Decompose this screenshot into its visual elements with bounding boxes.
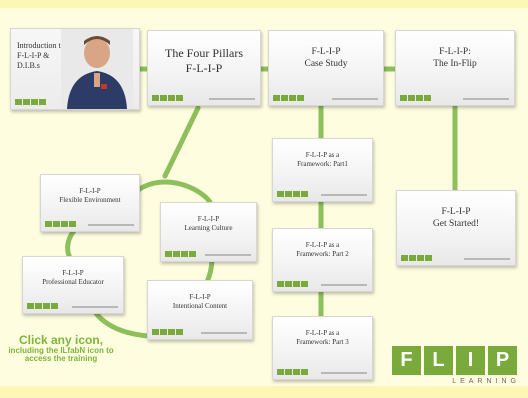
flip-mini-logo (15, 99, 46, 105)
flip-mini-logo (165, 251, 196, 257)
fine-print (72, 306, 118, 308)
fine-print (332, 98, 378, 100)
flip-mini-logo (273, 95, 304, 101)
flip-mini-logo (277, 191, 308, 197)
flip-mini-logo (277, 369, 308, 375)
four-pillars-title: The Four Pillars F-L-I-P (165, 46, 243, 75)
fine-print (209, 98, 255, 100)
learning-culture-title: F-L-I-P Learning Culture (184, 215, 233, 232)
logo-letter-f: F (392, 346, 421, 375)
fine-print (88, 224, 134, 226)
get-started-tile[interactable]: F-L-I-P Get Started! (396, 190, 516, 266)
fine-print (321, 194, 367, 196)
fine-print (201, 332, 247, 334)
professional-educator-tile[interactable]: F-L-I-P Professional Educator (22, 256, 124, 314)
intro-tile[interactable]: Introduction to F-L-I-P & D.I.B.s (10, 28, 140, 110)
framework-part2-title: F-L-I-P as a Framework: Part 2 (296, 241, 349, 258)
flexible-environment-title: F-L-I-P Flexible Environment (59, 187, 121, 204)
logo-letter-p: P (488, 346, 517, 375)
fine-print (464, 258, 510, 260)
inflip-tile[interactable]: F-L-I-P: The In-Flip (395, 30, 515, 106)
framework-part3-title: F-L-I-P as a Framework: Part 3 (296, 329, 349, 346)
professional-educator-title: F-L-I-P Professional Educator (42, 269, 104, 286)
flip-mini-logo (152, 95, 183, 101)
instruction-line2: including the ILfabN icon to access the … (8, 345, 114, 363)
intentional-content-tile[interactable]: F-L-I-P Intentional Content (147, 280, 253, 340)
instruction-text: Click any icon, including the ILfabN ico… (6, 334, 116, 363)
fine-print (463, 98, 509, 100)
flip-mini-logo (45, 221, 76, 227)
case-study-title: F-L-I-P Case Study (304, 47, 348, 69)
flip-mini-logo (400, 95, 431, 101)
flip-mini-logo (401, 255, 432, 261)
fine-print (321, 372, 367, 374)
logo-letter-l: L (424, 346, 453, 375)
logo-word: LEARNING (452, 378, 520, 385)
presenter-image (61, 29, 133, 109)
instruction-line1: Click any icon, (18, 333, 104, 347)
top-band (0, 0, 528, 8)
intentional-content-title: F-L-I-P Intentional Content (172, 293, 228, 310)
framework-part1-title: F-L-I-P as a Framework: Part1 (297, 151, 348, 168)
link-pillars-pillarloop (162, 105, 201, 179)
framework-part2-tile[interactable]: F-L-I-P as a Framework: Part 2 (272, 228, 373, 292)
bottom-band (0, 386, 528, 398)
logo-letter-i: I (456, 346, 485, 375)
fine-print (205, 254, 251, 256)
case-study-tile[interactable]: F-L-I-P Case Study (268, 30, 384, 106)
flip-mini-logo (152, 329, 183, 335)
framework-part1-tile[interactable]: F-L-I-P as a Framework: Part1 (272, 138, 373, 202)
flip-mini-logo (277, 281, 308, 287)
fine-print (321, 284, 367, 286)
inflip-title: F-L-I-P: The In-Flip (433, 47, 477, 69)
link-flexible-culture (135, 179, 213, 205)
flexible-environment-tile[interactable]: F-L-I-P Flexible Environment (40, 174, 140, 232)
four-pillars-tile[interactable]: The Four Pillars F-L-I-P (147, 30, 261, 106)
learning-culture-tile[interactable]: F-L-I-P Learning Culture (160, 202, 257, 262)
get-started-title: F-L-I-P Get Started! (432, 207, 480, 229)
flip-mini-logo (27, 303, 58, 309)
flip-learning-logo[interactable]: F L I P LEARNING (392, 346, 522, 390)
framework-part3-tile[interactable]: F-L-I-P as a Framework: Part 3 (272, 316, 373, 380)
